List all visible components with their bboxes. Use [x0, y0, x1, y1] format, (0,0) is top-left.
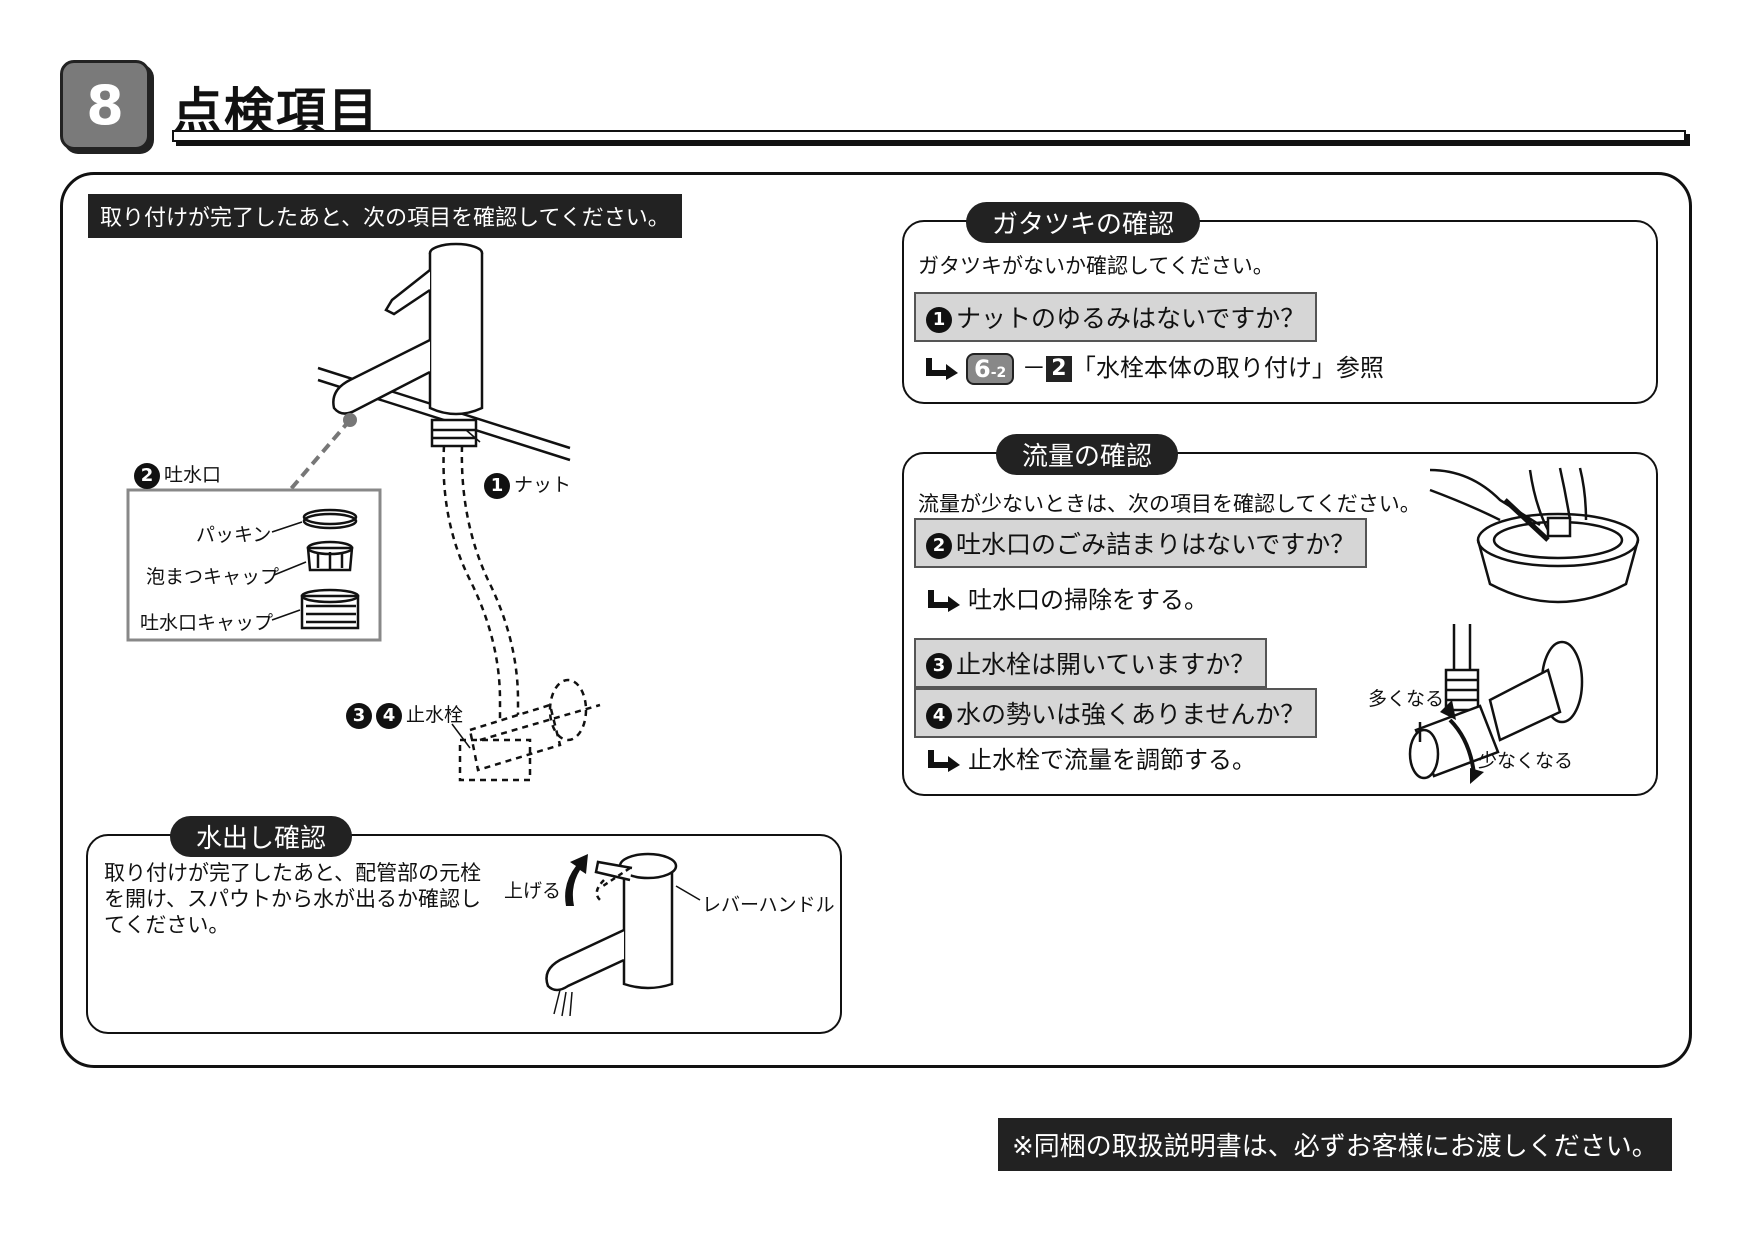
part-label-foam-cap: 泡まつキャップ	[146, 566, 280, 588]
ref-text: 「水栓本体の取り付け」参照	[1071, 354, 1384, 382]
return-arrow-icon	[928, 750, 960, 772]
return-arrow-icon	[926, 358, 958, 380]
section-ref-number: 6	[974, 355, 991, 383]
water-check-line: 取り付けが完了したあと、配管部の元栓	[104, 861, 482, 885]
question-1-text: ナットのゆるみはないですか？	[956, 304, 1306, 333]
answer-2-text: 吐水口の掃除をする。	[968, 586, 1208, 614]
water-check-line: てください。	[104, 913, 230, 937]
number-badge-1: 1	[484, 472, 510, 499]
return-arrow-icon	[928, 590, 960, 612]
rattle-reference: 6-2 －2「水栓本体の取り付け」参照	[924, 348, 1384, 385]
spout-label-text: 吐水口	[164, 464, 222, 486]
water-check-title: 水出し確認	[170, 816, 353, 857]
answer-34: 止水栓で流量を調節する。	[926, 740, 1256, 775]
rattle-check-box	[902, 220, 1658, 404]
rattle-check-desc: ガタツキがないか確認してください。	[918, 254, 1274, 278]
step-ref-square: 2	[1045, 356, 1072, 382]
lever-handle-label: レバーハンドル	[702, 894, 835, 916]
main-panel	[60, 172, 1692, 1068]
answer-2: 吐水口の掃除をする。	[926, 580, 1208, 615]
flow-check-desc: 流量が少ないときは、次の項目を確認してください。	[918, 492, 1421, 516]
number-badge-4: 4	[376, 702, 402, 729]
section-ref-sub: -2	[990, 365, 1007, 381]
number-badge-2: 2	[926, 533, 952, 559]
nut-label-text: ナット	[514, 474, 572, 496]
less-label: 少なくなる	[1478, 750, 1574, 772]
section-number-badge: 8	[60, 60, 150, 150]
raise-arrow	[565, 854, 588, 906]
number-badge-2: 2	[134, 462, 160, 489]
flow-check-box	[902, 452, 1658, 796]
water-check-line: を開け、スパウトから水が出るか確認し	[104, 887, 481, 911]
number-badge-4: 4	[926, 703, 952, 729]
raise-label: 上げる	[504, 880, 562, 902]
number-badge-1: 1	[926, 307, 952, 333]
number-badge-3: 3	[926, 653, 952, 679]
footer-notice: ※同梱の取扱説明書は、必ずお客様にお渡しください。	[998, 1118, 1672, 1171]
water-check-box	[86, 834, 842, 1034]
ref-dash: －	[1021, 354, 1046, 382]
answer-34-text: 止水栓で流量を調節する。	[968, 746, 1256, 774]
flow-check-title: 流量の確認	[996, 434, 1179, 475]
rattle-check-title: ガタツキの確認	[966, 202, 1201, 243]
part-label-packing: パッキン	[196, 524, 272, 546]
stop-valve-label-text: 止水栓	[406, 704, 464, 726]
intro-banner: 取り付けが完了したあと、次の項目を確認してください。	[88, 194, 682, 238]
question-3-text: 止水栓は開いていますか？	[956, 650, 1256, 679]
more-label: 多くなる	[1368, 688, 1445, 710]
title-rule	[172, 130, 1686, 142]
section-ref-badge: 6-2	[966, 353, 1015, 385]
question-2-text: 吐水口のごみ詰まりはないですか？	[956, 530, 1356, 559]
question-4-text: 水の勢いは強くありませんか？	[956, 700, 1306, 729]
water-check-body: 取り付けが完了したあと、配管部の元栓 を開け、スパウトから水が出るか確認し てく…	[104, 860, 481, 938]
part-label-spout-cap: 吐水口キャップ	[140, 612, 274, 634]
number-badge-3: 3	[346, 702, 372, 729]
